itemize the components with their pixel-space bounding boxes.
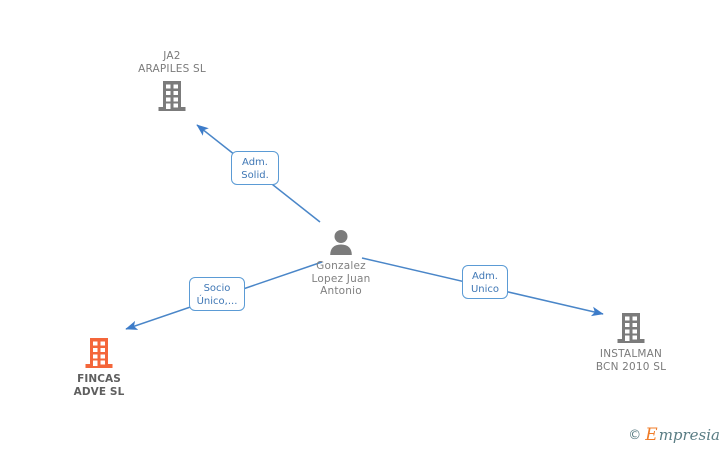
node-label-instalman-bcn-2010: INSTALMAN BCN 2010 SL bbox=[595, 348, 667, 373]
node-instalman-bcn-2010[interactable]: INSTALMAN BCN 2010 SL bbox=[571, 311, 691, 373]
building-icon bbox=[39, 336, 159, 370]
edge-label-adm-unico[interactable]: Adm. Unico bbox=[462, 265, 508, 299]
node-label-fincas-adve: FINCAS ADVE SL bbox=[73, 373, 125, 398]
brand-name: mpresia bbox=[658, 426, 720, 444]
person-icon bbox=[281, 229, 401, 257]
brand-initial: E bbox=[645, 425, 658, 445]
edge-label-socio-unico[interactable]: Socio Único,... bbox=[189, 277, 245, 311]
node-fincas-adve[interactable]: FINCAS ADVE SL bbox=[39, 336, 159, 398]
copyright-icon: © bbox=[628, 428, 642, 443]
edge-label-adm-solid[interactable]: Adm. Solid. bbox=[231, 151, 279, 185]
node-ja2-arapiles[interactable]: JA2 ARAPILES SL bbox=[112, 50, 232, 113]
building-icon bbox=[571, 311, 691, 345]
building-icon bbox=[112, 79, 232, 113]
node-label-gonzalez-lopez-juan-antonio: Gonzalez Lopez Juan Antonio bbox=[311, 260, 371, 297]
node-label-ja2-arapiles: JA2 ARAPILES SL bbox=[138, 50, 206, 75]
watermark: © E mpresia bbox=[628, 427, 720, 444]
node-gonzalez-lopez-juan-antonio[interactable]: Gonzalez Lopez Juan Antonio bbox=[281, 229, 401, 298]
